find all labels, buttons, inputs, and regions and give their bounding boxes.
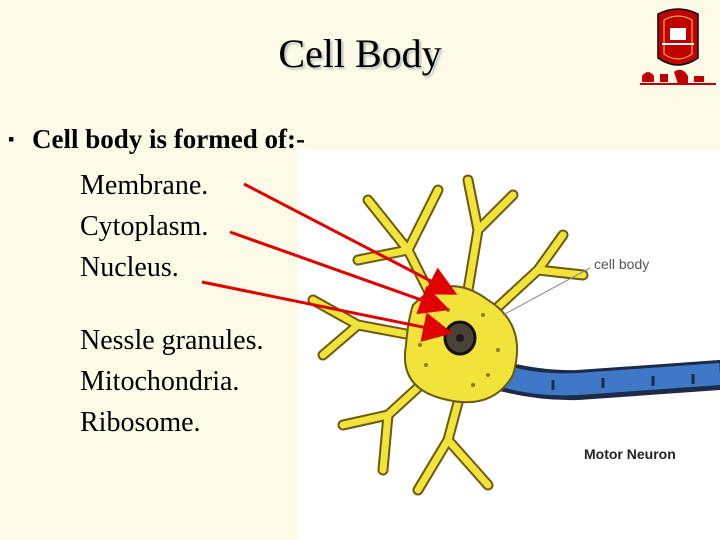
neuron-diagram (307, 174, 720, 496)
list-item: Cytoplasm. (80, 211, 209, 242)
motor-neuron-label: Motor Neuron (584, 446, 676, 462)
list-item: Mitochondria. (80, 366, 240, 397)
list-item: Membrane. (80, 170, 209, 201)
list-item: Nucleus. (80, 252, 179, 283)
component-list: Membrane. Cytoplasm. Nucleus. Nessle gra… (80, 165, 264, 443)
university-logo (638, 6, 718, 90)
bullet-icon: ▪ (8, 129, 15, 149)
bullet-point: ▪ Cell body is formed of:- (8, 124, 305, 155)
bullet-text: Cell body is formed of:- (32, 124, 305, 154)
list-item: Nessle granules. (80, 325, 264, 356)
slide-title: Cell Body (278, 31, 442, 76)
motor-neuron-figure: cell body Motor Neuron (298, 150, 720, 540)
cell-body-label: cell body (594, 256, 650, 272)
list-item: Ribosome. (80, 407, 201, 438)
